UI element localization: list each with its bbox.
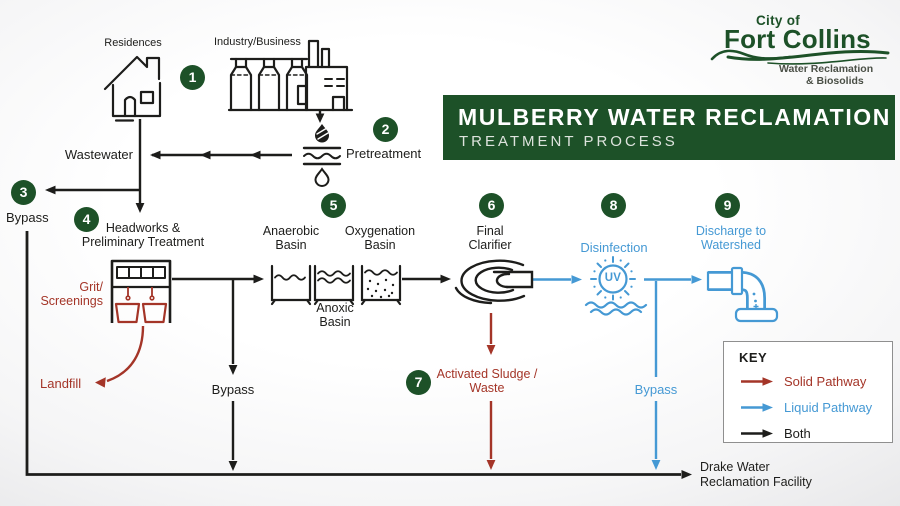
uv-icon-text: UV	[604, 272, 622, 284]
label-anaerobic-basin: Anaerobic Basin	[262, 224, 320, 252]
logo-dept-line2: & Biosolids	[806, 75, 864, 87]
headworks-icon	[110, 259, 172, 324]
pretreatment-icon	[302, 124, 342, 187]
key-item-liquid: Liquid Pathway	[739, 400, 892, 415]
step-circle-3: 3	[11, 180, 36, 205]
key-title: KEY	[739, 350, 768, 365]
step-circle-4: 4	[74, 207, 99, 232]
step-circle-5: 5	[321, 193, 346, 218]
liquid-pathway-arrowheads	[571, 275, 702, 470]
step-circle-8: 8	[601, 193, 626, 218]
uv-disinfection-icon	[584, 256, 648, 316]
label-anoxic-basin: Anoxic Basin	[316, 301, 354, 329]
key-item-solid: Solid Pathway	[739, 374, 892, 389]
step-circle-9: 9	[715, 193, 740, 218]
both-pathway-arrowheads	[45, 113, 692, 479]
label-activated-sludge: Activated Sludge / Waste	[436, 367, 538, 395]
label-grit-screenings: Grit/ Screenings	[40, 280, 103, 308]
logo-city-of: City of	[756, 13, 801, 28]
label-bypass-mid: Bypass	[211, 382, 255, 397]
anaerobic-basin-icon	[270, 264, 312, 306]
label-headworks: Headworks & Preliminary Treatment	[81, 221, 205, 249]
final-clarifier-icon	[454, 259, 534, 305]
key-item-both: Both	[739, 426, 892, 441]
both-pathway-lines	[25, 110, 681, 476]
label-final-clarifier: Final Clarifier	[468, 224, 512, 252]
key-box: KEY Solid Pathway Liquid Pathway Both	[723, 341, 893, 443]
oxygenation-basin-icon	[360, 264, 402, 306]
label-wastewater: Wastewater	[64, 147, 133, 162]
solid-pathway-arrowheads	[95, 345, 496, 470]
anoxic-basin-icon	[313, 264, 355, 306]
label-landfill: Landfill	[40, 376, 82, 391]
key-label-liquid: Liquid Pathway	[784, 400, 873, 415]
step-circle-2: 2	[373, 117, 398, 142]
logo-swoosh-icon	[710, 49, 890, 65]
label-discharge-watershed: Discharge to Watershed	[695, 224, 767, 252]
banner-subtitle: TREATMENT PROCESS	[459, 133, 678, 150]
house-icon	[103, 55, 162, 122]
step-circle-1: 1	[180, 65, 205, 90]
label-disinfection: Disinfection	[580, 240, 648, 255]
label-residences: Residences	[104, 37, 162, 49]
label-bypass-blue: Bypass	[634, 382, 678, 397]
label-drake-facility: Drake Water Reclamation Facility	[700, 460, 812, 489]
liquid-pathway-lines	[533, 278, 691, 459]
banner-title: MULBERRY WATER RECLAMATION	[458, 104, 892, 130]
label-oxygenation-basin: Oxygenation Basin	[344, 224, 416, 252]
liquid-pathway-arrow-icon	[741, 403, 773, 412]
factory-icon	[227, 39, 354, 112]
step-circle-7: 7	[406, 370, 431, 395]
logo-city-name: Fort Collins	[724, 24, 871, 54]
label-bypass-left: Bypass	[6, 210, 49, 225]
label-industry-business: Industry/Business	[214, 36, 301, 48]
key-label-both: Both	[784, 426, 811, 441]
discharge-pipe-icon	[705, 266, 779, 323]
step-circle-6: 6	[479, 193, 504, 218]
label-pretreatment: Pretreatment	[346, 146, 422, 161]
both-pathway-arrow-icon	[741, 429, 773, 438]
logo-dept-line1: Water Reclamation	[779, 63, 874, 75]
title-banner: MULBERRY WATER RECLAMATION TREATMENT PRO…	[443, 95, 895, 160]
solid-pathway-lines	[106, 313, 493, 459]
key-label-solid: Solid Pathway	[784, 374, 867, 389]
solid-pathway-arrow-icon	[741, 377, 773, 386]
